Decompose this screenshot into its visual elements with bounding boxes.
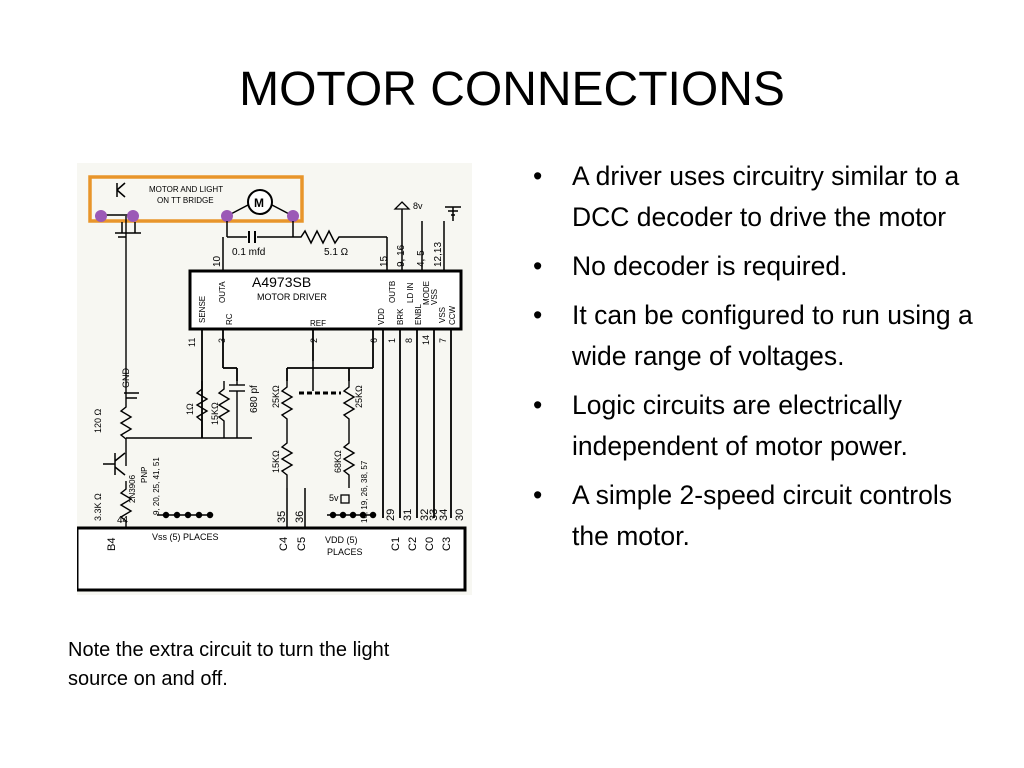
cap-label: 680 pf <box>249 385 260 413</box>
pin-number: 15 <box>379 255 390 267</box>
vdd-places-label: VDD (5) <box>325 535 358 545</box>
gnd-label: GND <box>121 368 131 389</box>
chip-pin-label: BRK <box>396 308 405 325</box>
pin-number: 11 <box>187 338 197 347</box>
pin-number: 8 <box>404 338 414 343</box>
chip-pin-label: REF <box>310 319 326 328</box>
res-label: 68KΩ <box>333 450 343 473</box>
pnp-transistor <box>103 452 126 476</box>
bus-pin: 30 <box>454 509 466 521</box>
chip-pin-label: OUTA <box>218 281 227 303</box>
chip-pin-label: LD IN <box>406 282 415 303</box>
cap-label: 0.1 mfd <box>232 247 265 258</box>
bus-pin: 35 <box>276 511 288 523</box>
bus-pin: 33 <box>428 509 440 521</box>
pins-label: 9, 20, 25, 41, 51 <box>152 457 161 515</box>
bus-pin: 29 <box>385 509 397 521</box>
vss-places-label: Vss (5) PLACES <box>152 532 219 542</box>
vss-terminals <box>157 488 377 528</box>
bus-pin: 31 <box>402 509 414 521</box>
res-label: 120 Ω <box>93 408 103 433</box>
bridge-label: MOTOR AND LIGHT <box>149 185 223 194</box>
chip-pin-label: VSS <box>438 307 447 323</box>
bullet-item: Logic circuits are electrically independ… <box>533 385 993 467</box>
res-label: 25KΩ <box>354 385 364 408</box>
pin-number: 14 <box>421 335 431 345</box>
chip-name: A4973SB <box>252 274 311 290</box>
bus-label: C4 <box>278 537 290 551</box>
bullet-list: A driver uses circuitry similar to a DCC… <box>533 156 993 565</box>
bullet-item: A simple 2-speed circuit controls the mo… <box>533 475 993 557</box>
chip-pin-label: OUTB <box>388 281 397 303</box>
chip-subtitle: MOTOR DRIVER <box>257 292 327 302</box>
bus-label: C3 <box>441 537 453 551</box>
pin-number: 7 <box>438 338 448 343</box>
tt-bridge-box <box>88 175 304 223</box>
bus-label: C1 <box>390 537 402 551</box>
resistor-network <box>119 216 356 531</box>
bus-label: C0 <box>424 537 436 551</box>
pin-number: 44 <box>117 515 129 526</box>
chip-pin-label: VSS <box>430 289 439 305</box>
bus-pin: 32 <box>419 509 431 521</box>
pin-number: 6 <box>369 338 379 343</box>
motor-driver-schematic: MOTOR AND LIGHT ON TT BRIDGE M 8v <box>77 163 472 595</box>
res-label: 5.1 Ω <box>324 247 349 258</box>
bus-label: B4 <box>106 538 118 551</box>
res-label: 15KΩ <box>271 450 281 473</box>
pins-label: 10, 19, 26, 38, 57 <box>360 460 369 523</box>
chip-pin-label: VDD <box>377 308 386 325</box>
motor-symbol <box>247 189 273 215</box>
transistor-label: 2N3906 <box>128 474 137 503</box>
bridge-label: ON TT BRIDGE <box>157 196 214 205</box>
motor-label: M <box>254 196 264 210</box>
supply-8v-label: 8v <box>413 201 423 211</box>
logic-bus <box>77 526 467 592</box>
bus-label: C5 <box>296 537 308 551</box>
transistor-type: PNP <box>140 467 149 483</box>
bus-pin: 36 <box>294 511 306 523</box>
chip-pin-label: SENSE <box>198 296 207 323</box>
chip-pin-label: MODE <box>422 281 431 305</box>
pin-number: 12,13 <box>433 242 444 267</box>
pin-number: 2 <box>309 338 319 343</box>
chip-pin-label: CCW <box>448 305 457 325</box>
bullet-item: A driver uses circuitry similar to a DCC… <box>533 156 993 238</box>
pin-number: 10 <box>212 255 223 267</box>
signal-wires <box>201 329 452 518</box>
bus-pin: 34 <box>438 509 450 521</box>
slide-title: MOTOR CONNECTIONS <box>239 63 785 116</box>
pin-number: 1 <box>387 338 397 343</box>
chip-pin-label: ENBL <box>414 304 423 325</box>
driver-chip <box>188 269 463 331</box>
res-label: 25KΩ <box>271 385 281 408</box>
caption-note: Note the extra circuit to turn the light… <box>68 639 390 690</box>
vdd-places-label: PLACES <box>327 547 363 557</box>
res-label: 15KΩ <box>210 402 220 425</box>
bus-label: C2 <box>407 537 419 551</box>
pin-number: 3 <box>217 338 227 343</box>
bullet-item: No decoder is required. <box>533 246 993 287</box>
supply-5v-label: 5v <box>329 493 339 503</box>
res-label: 1Ω <box>185 403 195 415</box>
res-label: 3.3K Ω <box>93 493 103 521</box>
chip-pin-label: RC <box>225 313 234 325</box>
bullet-item: It can be configured to run using a wide… <box>533 295 993 377</box>
bridge-contacts <box>95 210 299 222</box>
